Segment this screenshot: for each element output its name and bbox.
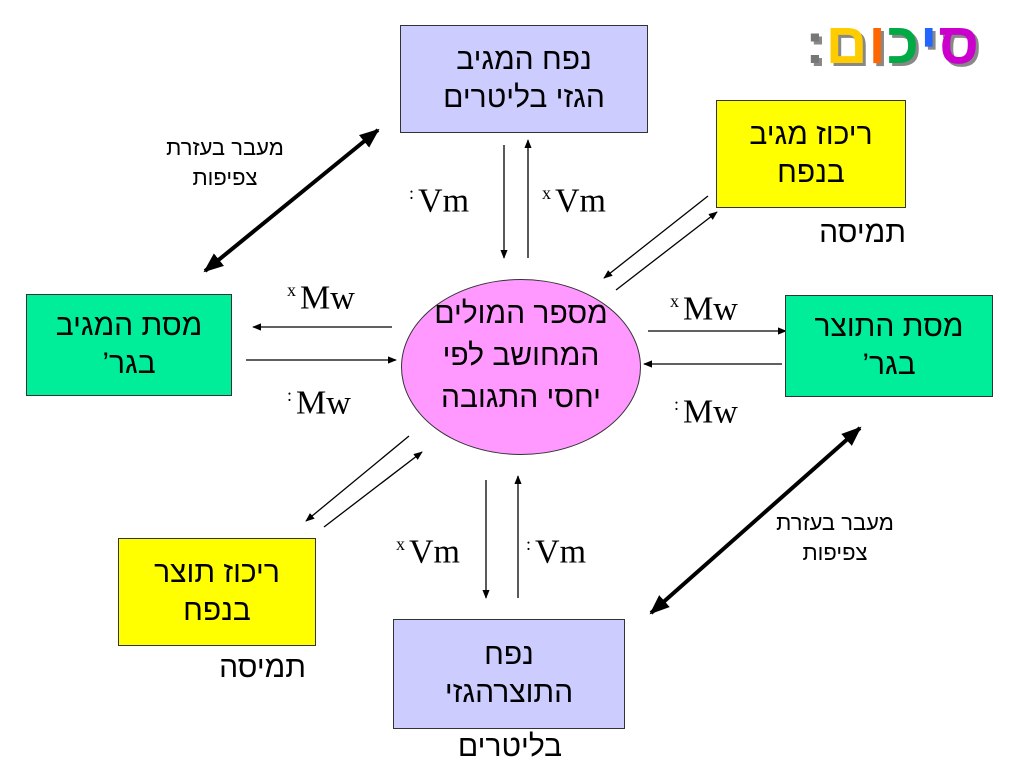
- formula-symbol: Vm: [555, 182, 606, 220]
- slide-title-text: סיכום :: [805, 10, 980, 77]
- divide-mark: :: [409, 183, 415, 203]
- title-letter: ו: [868, 11, 887, 76]
- formula-symbol: Vm: [418, 182, 470, 220]
- label-line: מעבר בעזרת: [166, 135, 284, 160]
- center-line: המחושב לפי: [442, 339, 600, 372]
- box-line: מסת התוצר: [814, 310, 964, 343]
- box-line: נפח: [484, 638, 534, 671]
- center-line: מספר המולים: [434, 297, 608, 330]
- formula-top-divide: :Vm: [405, 173, 469, 221]
- product-concentration-caption: תמיסה: [219, 651, 306, 684]
- box-line: התוצרהגזי: [444, 676, 574, 709]
- box-product-concentration: ריכוז תוצר בנפח: [118, 538, 316, 646]
- density-label-top-left: מעבר בעזרת צפיפות: [130, 133, 320, 193]
- formula-symbol: Vm: [409, 533, 460, 571]
- title-letter: כ: [886, 11, 920, 76]
- title-letter: :: [805, 11, 826, 76]
- formula-symbol: Mw: [300, 279, 355, 317]
- box-line: נפח המגיב: [456, 43, 592, 76]
- label-line: צפיפות: [192, 165, 258, 190]
- box-reactant-mass: מסת המגיב בגר’: [26, 294, 232, 396]
- center-moles-text: מספר המולים המחושב לפי יחסי התגובה: [401, 293, 641, 419]
- arrow-density-bottom-right: [649, 426, 862, 615]
- box-line: מסת המגיב: [55, 309, 203, 342]
- center-moles-ellipse: [401, 279, 641, 455]
- arrow-ll-to-center: [323, 451, 423, 528]
- multiply-mark: x: [542, 183, 551, 203]
- box-line: בגר’: [862, 348, 916, 381]
- formula-right-divide: :Mw: [670, 384, 738, 432]
- box-reactant-concentration: ריכוז מגיב בנפח: [716, 100, 906, 208]
- slide-title: סיכום :: [770, 10, 980, 80]
- formula-bottom-divide: :Vm: [522, 524, 586, 572]
- formula-symbol: Mw: [683, 290, 738, 328]
- multiply-mark: x: [670, 291, 679, 311]
- formula-left-divide: :Mw: [283, 375, 351, 423]
- box-line: בנפח: [777, 156, 845, 189]
- center-line: יחסי התגובה: [441, 381, 601, 414]
- box-line: בנפח: [183, 594, 251, 627]
- box-line: ריכוז מגיב: [749, 118, 873, 151]
- arrow-ur-to-box: [615, 211, 718, 291]
- arrow-ll-to-box: [305, 435, 410, 522]
- multiply-mark: x: [287, 280, 296, 300]
- box-gas-product-volume: נפח התוצרהגזי: [393, 619, 625, 729]
- arrow-density-top-left: [203, 128, 380, 273]
- multiply-mark: x: [396, 534, 405, 554]
- divide-mark: :: [674, 394, 680, 414]
- divide-mark: :: [526, 534, 532, 554]
- title-letter: ם: [825, 11, 869, 76]
- box-gas-reactant-volume: נפח המגיב הגזי בליטרים: [400, 25, 648, 133]
- box-line: ריכוז תוצר: [154, 556, 280, 589]
- title-letter: ס: [938, 11, 980, 76]
- box-product-mass: מסת התוצר בגר’: [785, 295, 993, 397]
- formula-symbol: Vm: [535, 533, 587, 571]
- label-line: צפיפות: [802, 540, 868, 565]
- formula-symbol: Mw: [296, 384, 351, 422]
- gas-product-volume-caption: בליטרים: [457, 730, 563, 763]
- divide-mark: :: [287, 385, 293, 405]
- reactant-concentration-caption: תמיסה: [819, 216, 906, 249]
- formula-symbol: Mw: [683, 393, 738, 431]
- density-label-bottom-right: מעבר בעזרת צפיפות: [735, 508, 935, 568]
- box-line: הגזי בליטרים: [443, 81, 605, 114]
- arrow-ur-to-center: [603, 195, 709, 279]
- label-line: מעבר בעזרת: [776, 510, 894, 535]
- box-line: בגר’: [102, 347, 156, 380]
- title-letter: י: [919, 11, 939, 76]
